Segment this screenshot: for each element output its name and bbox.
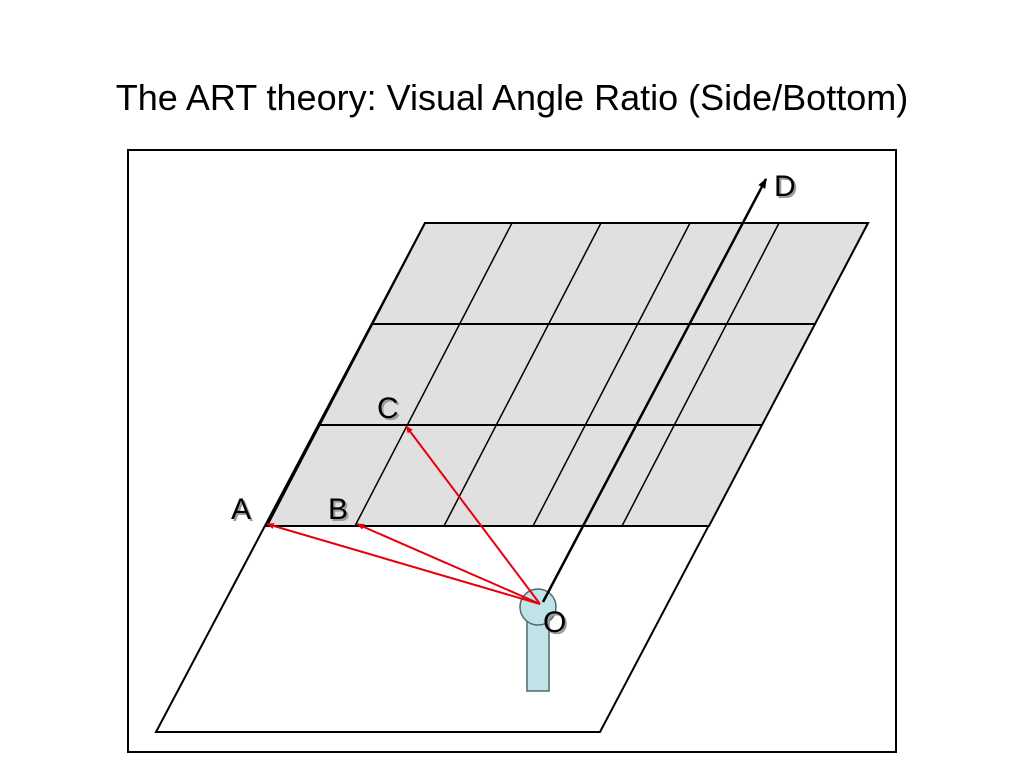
ray-o-to-b <box>356 523 541 605</box>
ray-o-to-c <box>405 425 541 605</box>
label-c-shadow: C <box>379 394 401 427</box>
label-a: A <box>231 493 251 526</box>
label-c: C <box>377 392 399 425</box>
grid-line-col-2 <box>443 222 602 527</box>
label-d-shadow: D <box>776 172 798 205</box>
direction-line-od <box>541 178 768 603</box>
slide-title: The ART theory: Visual Angle Ratio (Side… <box>115 77 909 118</box>
visual-rays <box>266 425 541 605</box>
diagram-frame <box>127 149 897 753</box>
grid-line-col-3 <box>532 222 691 527</box>
observer-figure <box>519 588 557 692</box>
observer-head <box>519 588 557 626</box>
label-d: D <box>774 170 796 203</box>
grid-region <box>265 222 870 527</box>
label-o: O <box>543 606 566 639</box>
grid-line-col-1 <box>354 222 513 527</box>
grid-line-col-4 <box>621 222 780 527</box>
label-b-shadow: B <box>330 495 350 528</box>
grid-horizontal-lines <box>319 323 815 426</box>
grid-slanted-lines <box>354 222 780 527</box>
label-b: B <box>328 493 348 526</box>
point-labels: D D C C A A B B O O <box>231 170 798 641</box>
ray-o-to-a <box>266 523 541 605</box>
label-o-shadow: O <box>545 608 568 641</box>
label-a-shadow: A <box>233 495 253 528</box>
